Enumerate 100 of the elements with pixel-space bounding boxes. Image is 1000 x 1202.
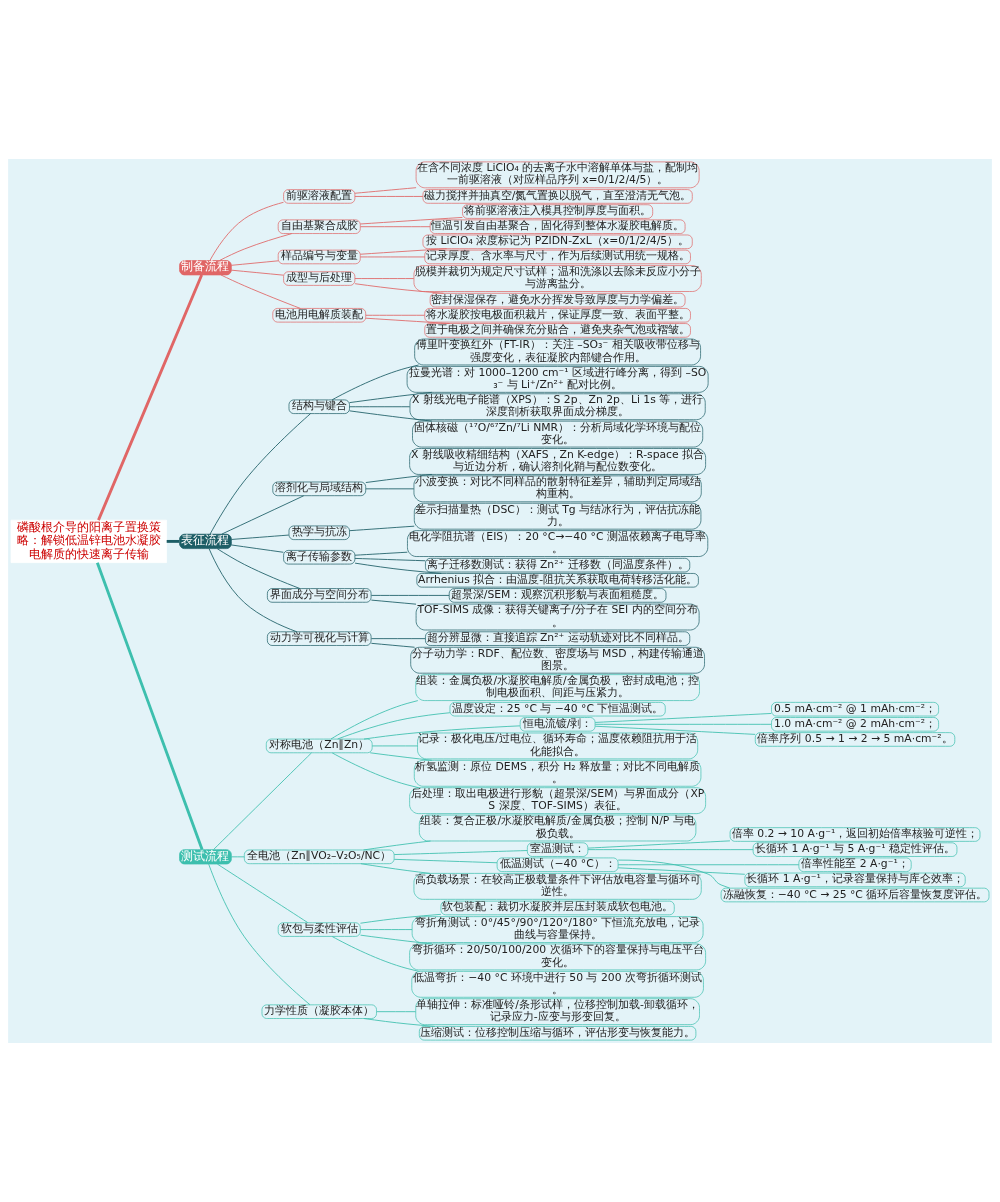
connector xyxy=(230,544,284,553)
connector xyxy=(349,525,415,532)
node-box: 小波变换：对比不同样品的散射特征差异，辅助判定局域结构重构。 xyxy=(413,475,702,503)
node-box: 恒温引发自由基聚合，固化得到整体水凝胶电解质。 xyxy=(429,219,686,234)
node-box: 0.5 mA·cm⁻² @ 1 mAh·cm⁻²； xyxy=(771,702,939,717)
connector xyxy=(594,713,772,723)
node-box: 界面成分与空间分布 xyxy=(267,588,372,603)
connector xyxy=(360,929,413,930)
connector xyxy=(393,858,498,864)
connector xyxy=(370,642,416,648)
connector xyxy=(354,551,408,556)
connector xyxy=(230,534,290,540)
node-box: 离子迁移数测试：获得 Zn²⁺ 迁移数（同温度条件）。 xyxy=(425,557,691,573)
node-box: X 射线光电子能谱（XPS）：S 2p、Zn 2p、Li 1s 等，进行深度剖析获取界面成分梯度。 xyxy=(409,393,706,421)
connector xyxy=(587,840,731,849)
connector xyxy=(209,201,284,261)
connector xyxy=(97,274,203,521)
connector xyxy=(369,752,433,761)
connector xyxy=(360,226,431,228)
node-box: 样品编号与变量 xyxy=(277,249,361,265)
connector xyxy=(208,548,298,633)
node-box: 记录厚度、含水率与尺寸，作为后续测试用统一规格。 xyxy=(424,249,691,265)
connector xyxy=(219,233,293,261)
connector xyxy=(349,406,411,408)
connector xyxy=(617,859,731,889)
connector xyxy=(354,196,424,197)
node-box: 动力学可视化与计算 xyxy=(267,631,372,646)
connector xyxy=(365,314,425,316)
node-box: 冻融恢复：−40 °C → 25 °C 循环后容量恢复度评估。 xyxy=(720,887,990,903)
node-box: 低温弯折：−40 °C 环境中进行 50 与 200 次弯折循环测试。 xyxy=(411,971,704,998)
node-box: 在含不同浓度 LiClO₄ 的去离子水中溶解单体与盐，配制均一前驱溶液（对应样品序列 x=0/1/2/4/5）。 xyxy=(415,161,700,189)
node-box: 组装：金属负极/水凝胶电解质/金属负极，密封成电池；控制电极面积、间距与压紧力。 xyxy=(415,674,700,701)
node-box: 表征流程 xyxy=(179,533,232,549)
connector xyxy=(370,599,417,605)
connector xyxy=(359,248,448,255)
node-box: 热学与抗冻 xyxy=(288,525,350,540)
connector xyxy=(96,562,204,851)
node-box: 分子动力学：RDF、配位数、密度场与 MSD，构建传输通道图景。 xyxy=(410,646,705,674)
node-box: 力学性质（凝胶本体） xyxy=(261,1004,377,1019)
connector xyxy=(360,256,426,258)
node-box: 电化学阻抗谱（EIS）：20 °C→−40 °C 测温依赖离子电导率。 xyxy=(407,530,709,557)
node-box: 拉曼光谱：对 1000–1200 cm⁻¹ 区域进行峰分离，得到 –SO₃⁻ 与 Li⁺/Zn²⁺ 配对比例。 xyxy=(406,366,709,393)
connector xyxy=(363,1018,436,1027)
node-box: 恒电流镀/剥： xyxy=(519,717,596,732)
node-box: 超景深/SEM：观察沉积形貌与表面粗糙度。 xyxy=(448,588,667,603)
connector xyxy=(359,217,463,225)
connector xyxy=(370,595,450,596)
connector xyxy=(354,558,426,562)
connector xyxy=(587,849,754,851)
node-box: 组装：复合正极/水凝胶电解质/金属负极；控制 N/P 与电极负载。 xyxy=(418,814,697,842)
connector xyxy=(330,700,419,740)
connector xyxy=(331,936,420,972)
connector xyxy=(360,934,433,945)
connector xyxy=(617,864,800,866)
connector xyxy=(354,278,415,279)
connector xyxy=(354,283,444,294)
node-box: 高负载场景：在较高正极载量条件下评估放电容量与循环可逆性。 xyxy=(413,873,702,900)
node-box: 电池用电解质装配 xyxy=(272,308,367,323)
node-box: 后处理：取出电极进行形貌（超景深/SEM）与界面成分（XPS 深度、TOF-SIMS）表征。 xyxy=(409,787,706,814)
node-box: TOF-SIMS 成像：获得关键离子/分子在 SEI 内的空间分布。 xyxy=(415,603,700,631)
connector xyxy=(331,364,420,401)
connector xyxy=(360,863,431,874)
connector xyxy=(230,856,245,858)
node-box: 置于电极之间并确保充分贴合，避免夹杂气泡或褶皱。 xyxy=(424,323,691,338)
connector xyxy=(363,725,521,740)
node-box: 弯折角测试：0°/45°/90°/120°/180° 下恒流充放电，记录曲线与容量保持。 xyxy=(411,916,704,943)
connector xyxy=(376,1011,417,1013)
connector xyxy=(354,562,442,574)
node-box: 按 LiClO₄ 浓度标记为 PZIDN-ZxL（x=0/1/2/4/5）。 xyxy=(422,234,693,249)
node-box: 脱模并裁切为规定尺寸试样；温和洗涤以去除未反应小分子与游离盐分。 xyxy=(413,265,702,292)
node-box: 磷酸根介导的阳离子置换策略：解锁低温锌电池水凝胶电解质的快速离子传输 xyxy=(10,519,167,563)
node-box: 超分辨显微：直接追踪 Zn²⁺ 运动轨迹对比不同样品。 xyxy=(425,631,691,646)
connector xyxy=(617,867,746,875)
connector xyxy=(363,840,431,851)
node-box: 差示扫描量热（DSC）：测试 Tg 与结冰行为，评估抗冻能力。 xyxy=(413,502,702,530)
connector xyxy=(365,488,415,490)
connector xyxy=(230,260,279,266)
node-box: 全电池（Zn∥VO₂–V₂O₅/NC） xyxy=(244,849,395,865)
node-box: 室温测试： xyxy=(527,842,589,857)
connector xyxy=(354,187,417,194)
connector xyxy=(393,850,528,855)
connector xyxy=(209,413,311,535)
node-box: 倍率性能至 2 A·g⁻¹； xyxy=(798,857,912,872)
node-box: 自由基聚合成胶 xyxy=(277,219,361,234)
node-box: 记录：极化电压/过电位、循环寿命；温度依赖阻抗用于活化能拟合。 xyxy=(417,732,699,760)
node-box: 结构与键合 xyxy=(288,399,350,414)
connector xyxy=(594,725,756,735)
node-box: 对称电池（Zn∥Zn） xyxy=(265,738,373,754)
node-box: 傅里叶变换红外（FT-IR）：关注 –SO₃⁻ 相关吸收带位移与强度变化，表征凝胶内部键合作用。 xyxy=(414,338,701,366)
connector xyxy=(216,863,309,923)
node-box: 低温测试（−40 °C）： xyxy=(496,857,619,872)
node-box: 制备流程 xyxy=(179,260,232,276)
node-box: 长循环 1 A·g⁻¹，记录容量保持与库仑效率； xyxy=(744,872,966,888)
node-box: 倍率 0.2 → 10 A·g⁻¹，返回初始倍率核验可逆性； xyxy=(729,827,981,842)
node-box: 将水凝胶按电极面积裁片，保证厚度一致、表面平整。 xyxy=(424,308,691,323)
connector xyxy=(349,410,433,422)
connector xyxy=(365,317,451,324)
connector xyxy=(370,638,426,640)
node-box: 密封保湿保存，避免水分挥发导致厚度与力学偏差。 xyxy=(429,292,686,308)
node-box: 析氢监测：原位 DEMS，积分 H₂ 释放量；对比不同电解质。 xyxy=(413,760,702,787)
